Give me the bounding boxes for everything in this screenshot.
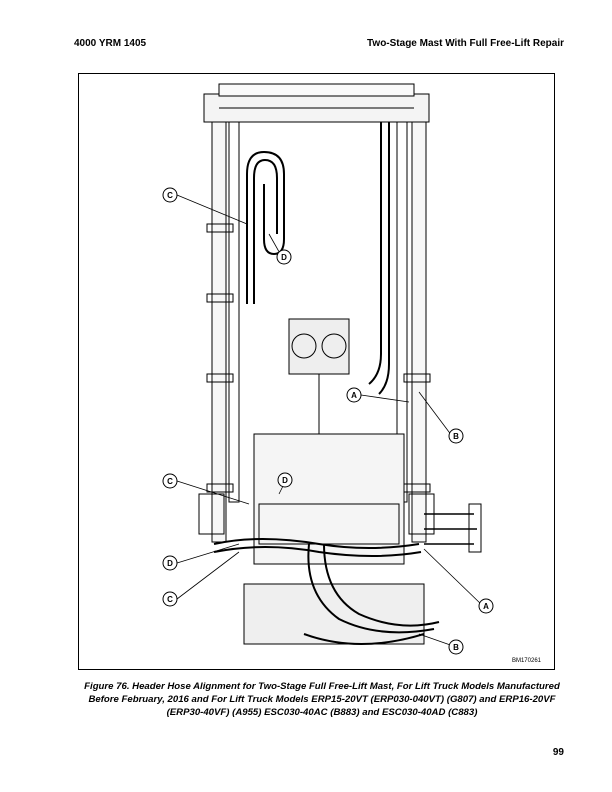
mast-hose-diagram: C D A B C D D C xyxy=(162,83,542,664)
svg-text:D: D xyxy=(167,559,173,568)
callout-a-upper: A xyxy=(346,387,362,403)
callout-c-middle: C xyxy=(162,473,178,489)
callout-b-lower: B xyxy=(448,639,464,655)
svg-text:A: A xyxy=(483,602,489,611)
figure-caption: Figure 76. Header Hose Alignment for Two… xyxy=(84,681,560,718)
svg-text:C: C xyxy=(167,595,173,604)
callout-b-upper: B xyxy=(448,428,464,444)
header-section-title: Two-Stage Mast With Full Free-Lift Repai… xyxy=(367,38,564,49)
svg-text:B: B xyxy=(453,432,459,441)
callout-d-lower: D xyxy=(162,555,178,571)
svg-text:B: B xyxy=(453,643,459,652)
callout-a-lower: A xyxy=(478,598,494,614)
svg-text:C: C xyxy=(167,191,173,200)
figure-frame: C D A B C D D C xyxy=(78,73,555,670)
page-number: 99 xyxy=(552,747,564,758)
callout-c-top: C xyxy=(162,187,178,203)
svg-text:C: C xyxy=(167,477,173,486)
callout-c-lower: C xyxy=(162,591,178,607)
svg-text:D: D xyxy=(281,253,287,262)
svg-text:A: A xyxy=(351,391,357,400)
callout-d-top: D xyxy=(276,249,292,265)
image-code: BM170261 xyxy=(512,658,542,664)
svg-text:D: D xyxy=(282,476,288,485)
header-doc-id: 4000 YRM 1405 xyxy=(74,38,147,49)
callout-d-middle: D xyxy=(277,472,293,488)
